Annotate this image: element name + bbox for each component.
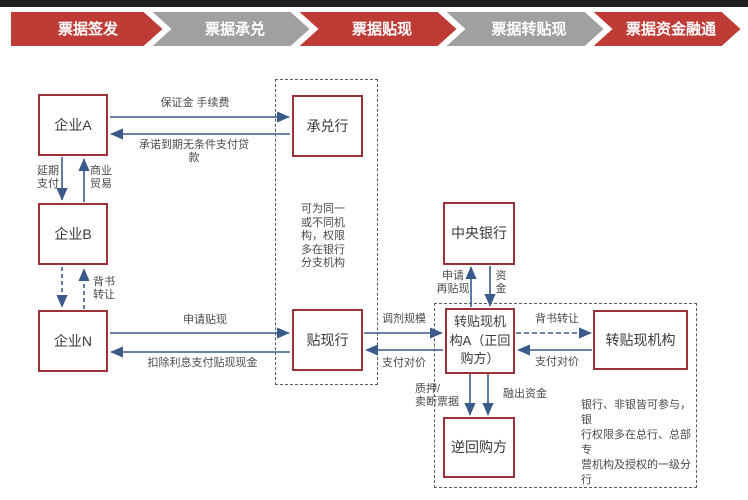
label-deferred-payment: 延期 支付 — [37, 165, 59, 190]
label-commercial-trade: 商业 贸易 — [90, 165, 112, 190]
banner-step-3-label: 票据贴现 — [352, 20, 412, 38]
label-promise-pay: 承诺到期无条件支付贷款 — [139, 139, 249, 164]
node-discounting-bank: 贴现行 — [292, 309, 363, 371]
node-central-bank: 中央银行 — [443, 202, 515, 265]
banner-chevron-2 — [147, 10, 313, 48]
label-funds: 资 金 — [495, 270, 507, 295]
label-apply-rediscount: 申请 再贴现 — [436, 270, 470, 295]
banner-chevron-1 — [9, 10, 166, 48]
label-pledge-sell-notes: 质押/ 卖断票据 — [415, 383, 459, 408]
process-banner: 票据签发 票据承兑 票据贴现 票据转贴现 票据资金融通 — [9, 10, 744, 48]
node-enterprise-n: 企业N — [38, 310, 108, 372]
note-same-or-different-institution: 可为同一 或不同机 构，权限 多在银行 分支机构 — [301, 203, 345, 269]
banner-step-5: 票据资金融通 — [588, 10, 744, 48]
banner-chevron-5 — [588, 10, 744, 48]
label-deduct-interest: 扣除利息支付贴现现金 — [147, 357, 258, 369]
banner-step-1-label: 票据签发 — [58, 20, 119, 38]
label-endorsement-transfer-2: 背书转让 — [535, 313, 579, 325]
accepting-discounting-group-box — [275, 79, 378, 385]
node-enterprise-a: 企业A — [38, 94, 108, 156]
banner-step-1: 票据签发 — [9, 10, 166, 48]
label-lend-out-funds: 融出资金 — [503, 388, 547, 400]
banner-step-3: 票据贴现 — [294, 10, 460, 48]
banner-chevron-4 — [441, 10, 607, 48]
top-black-bar — [0, 0, 748, 7]
banner-chevron-3 — [294, 10, 460, 48]
banner-step-5-label: 票据资金融通 — [626, 20, 716, 38]
label-adjust-scale: 调剂规模 — [382, 313, 426, 325]
label-endorsement-transfer-1: 背书 转让 — [93, 276, 115, 301]
node-rediscount-org-a: 转贴现机构A（正回购方） — [445, 308, 515, 374]
label-pay-consideration-1: 支付对价 — [382, 357, 426, 369]
node-reverse-repo-party: 逆回购方 — [443, 417, 515, 478]
note-participants-authority: 银行、非银皆可参与，银 行权限多在总行、总部专 营机构及授权的一级分行 — [581, 399, 691, 486]
banner-step-2-label: 票据承兑 — [205, 20, 265, 38]
rediscount-group-box — [434, 303, 697, 488]
banner-step-2: 票据承兑 — [147, 10, 313, 48]
label-apply-discount: 申请贴现 — [183, 314, 227, 326]
banner-step-4: 票据转贴现 — [441, 10, 607, 48]
label-margin-fee: 保证金 手续费 — [160, 97, 230, 109]
banner-step-4-label: 票据转贴现 — [491, 20, 566, 38]
label-pay-consideration-2: 支付对价 — [535, 356, 579, 368]
node-accepting-bank: 承兑行 — [292, 95, 363, 157]
node-enterprise-b: 企业B — [38, 203, 108, 265]
node-rediscount-org: 转贴现机构 — [593, 310, 688, 370]
